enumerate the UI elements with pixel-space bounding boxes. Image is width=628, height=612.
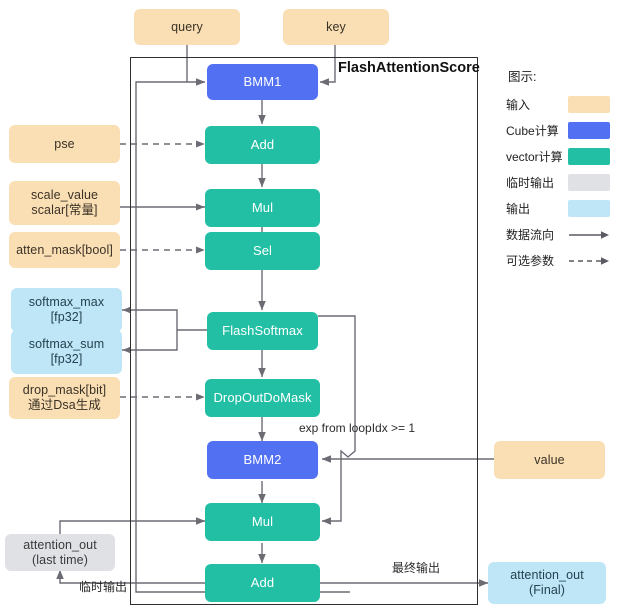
page-title: FlashAttentionScore bbox=[338, 60, 480, 76]
legend-item-label: 临时输出 bbox=[506, 176, 555, 190]
node-bmm1[interactable]: BMM1 bbox=[207, 64, 318, 100]
legend-item: 输出 bbox=[506, 196, 624, 221]
legend-item-label: 数据流向 bbox=[506, 228, 555, 242]
edge-label-final-output: 最终输出 bbox=[392, 561, 441, 575]
node-attention-out-final[interactable]: attention_out (Final) bbox=[488, 562, 606, 604]
legend-item: 可选参数 bbox=[506, 248, 624, 273]
legend-item-label: 输出 bbox=[506, 202, 531, 216]
legend-item: vector计算 bbox=[506, 144, 624, 169]
legend-item: Cube计算 bbox=[506, 118, 624, 143]
node-value[interactable]: value bbox=[494, 441, 605, 479]
legend-color-swatch bbox=[568, 96, 610, 113]
node-softmax-max[interactable]: softmax_max [fp32] bbox=[11, 288, 122, 332]
node-pse[interactable]: pse bbox=[9, 125, 120, 163]
legend: 图示: 输入 Cube计算 vector计算临时输出输出数据流向可选参数 bbox=[506, 66, 624, 274]
node-dropoutdomask[interactable]: DropOutDoMask bbox=[205, 379, 320, 417]
legend-item-label: vector计算 bbox=[506, 150, 563, 164]
node-drop-mask[interactable]: drop_mask[bit] 通过Dsa生成 bbox=[9, 377, 120, 419]
node-sel[interactable]: Sel bbox=[205, 232, 320, 270]
node-query[interactable]: query bbox=[134, 9, 240, 45]
node-add-1[interactable]: Add bbox=[205, 126, 320, 164]
legend-color-swatch bbox=[568, 200, 610, 217]
node-mul-1[interactable]: Mul bbox=[205, 189, 320, 227]
flashattentionscore-container bbox=[130, 57, 478, 605]
legend-color-swatch bbox=[568, 148, 610, 165]
legend-title: 图示: bbox=[508, 70, 537, 84]
legend-item: 输入 bbox=[506, 92, 624, 117]
legend-item: 数据流向 bbox=[506, 222, 624, 247]
legend-color-swatch bbox=[568, 122, 610, 139]
legend-arrow-icon bbox=[568, 229, 614, 241]
node-attention-out-last[interactable]: attention_out (last time) bbox=[5, 534, 115, 571]
node-softmax-sum[interactable]: softmax_sum [fp32] bbox=[11, 330, 122, 374]
node-key[interactable]: key bbox=[283, 9, 389, 45]
legend-color-swatch bbox=[568, 174, 610, 191]
legend-item-label: Cube计算 bbox=[506, 124, 559, 138]
node-flashsoftmax[interactable]: FlashSoftmax bbox=[207, 312, 318, 350]
node-scale-value[interactable]: scale_value scalar[常量] bbox=[9, 181, 120, 225]
node-mul-2[interactable]: Mul bbox=[205, 503, 320, 541]
edge-label-exp-loop: exp from loopIdx >= 1 bbox=[299, 421, 416, 435]
node-add-2[interactable]: Add bbox=[205, 564, 320, 602]
legend-arrow-icon bbox=[568, 255, 614, 267]
node-bmm2[interactable]: BMM2 bbox=[207, 441, 318, 479]
legend-item-label: 输入 bbox=[506, 98, 531, 112]
edge-label-temp-output: 临时输出 bbox=[79, 580, 128, 594]
legend-item: 临时输出 bbox=[506, 170, 624, 195]
node-atten-mask[interactable]: atten_mask[bool] bbox=[9, 232, 120, 268]
legend-item-label: 可选参数 bbox=[506, 254, 555, 268]
